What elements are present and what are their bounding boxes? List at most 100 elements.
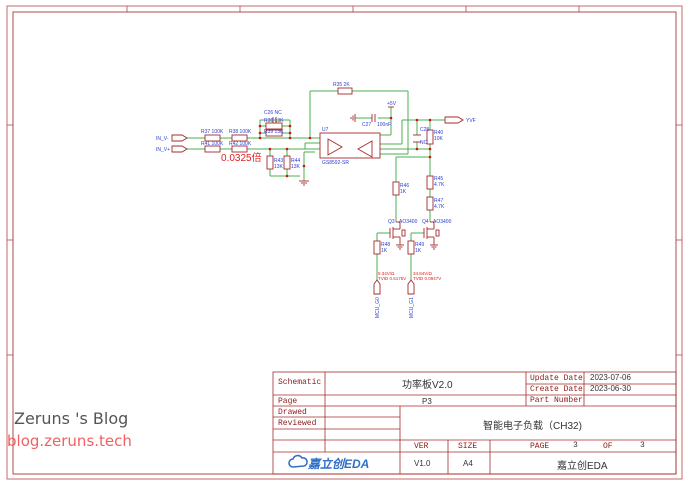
resistor-r47 — [426, 196, 434, 211]
label-r36: R36 13K — [264, 118, 284, 124]
resistor-r40 — [426, 129, 434, 145]
port-yvf — [444, 116, 464, 124]
port-in-vplus — [171, 145, 188, 153]
label-vcc: +5V — [387, 101, 397, 107]
ground-c27 — [350, 114, 356, 122]
label-r48-name: R48 — [381, 242, 390, 248]
capacitor-c26 — [272, 117, 277, 123]
reviewed-label: Reviewed — [278, 419, 317, 428]
opamp-u7 — [319, 132, 381, 159]
resistor-r48 — [373, 240, 381, 255]
size-label: SIZE — [458, 442, 478, 451]
label-r47-value: 4.7K — [434, 204, 445, 210]
label-r44-name: R44 — [291, 158, 300, 164]
resistor-r35 — [337, 87, 353, 95]
title-block-grid — [272, 371, 677, 475]
port-mcu-g0 — [373, 279, 381, 295]
label-r45-value: 4.7K — [434, 182, 445, 188]
label-mcu-g0: MCU_G0 — [375, 297, 381, 318]
border-column-ticks — [7, 6, 682, 356]
resistor-r41 — [204, 145, 221, 153]
label-c28-value: NC — [420, 140, 428, 146]
label-r46-value: 1K — [400, 189, 407, 195]
label-q3: Q3 — [388, 219, 395, 225]
label-r49-value: 1K — [415, 248, 422, 254]
port-mcu-g1 — [407, 279, 415, 295]
project-name: 智能电子负载（CH32) — [483, 421, 582, 432]
watermark-title: Zeruns 's Blog — [14, 409, 129, 428]
watermark-url: blog.zeruns.tech — [7, 432, 132, 450]
resistor-r44 — [283, 155, 291, 170]
label-r49-name: R49 — [415, 242, 424, 248]
label-r48-value: 1K — [381, 248, 388, 254]
label-r39: R39 13K — [264, 129, 284, 135]
gain-annotation: 0.0325倍 — [221, 151, 262, 164]
label-q4: Q4 — [422, 219, 429, 225]
outer-border — [6, 5, 683, 480]
label-r45-name: R45 — [434, 176, 443, 182]
label-in-vminus: IN_V- — [156, 136, 169, 142]
label-r47-name: R47 — [434, 198, 443, 204]
ground-q4 — [430, 244, 438, 250]
resistor-r37 — [204, 134, 221, 142]
resistor-r49 — [407, 240, 415, 255]
opamp-a-triangle — [327, 138, 343, 156]
label-u7-part: GS8592-SR — [322, 160, 349, 166]
mosfet-q4 — [423, 221, 440, 245]
ver-value: V1.0 — [414, 459, 431, 468]
label-yvf: YVF — [466, 118, 476, 124]
logo-cloud-icon — [288, 454, 308, 468]
label-c28-name: C28 — [420, 127, 429, 133]
resistor-r46 — [392, 181, 400, 196]
update-date-value: 2023-07-06 — [590, 373, 631, 382]
label-c27-name: C27 — [362, 122, 371, 128]
capacitor-c28 — [413, 134, 421, 143]
label-r41: R41 100K — [201, 141, 224, 147]
mosfet-q3 — [389, 221, 406, 245]
create-date-value: 2023-06-30 — [590, 384, 631, 393]
drawed-label: Drawed — [278, 408, 307, 417]
opamp-b-triangle — [357, 140, 373, 158]
resistor-r36 — [265, 122, 283, 130]
label-mcu-g1: MCU_G1 — [409, 297, 415, 318]
part-number-label: Part Number — [530, 396, 583, 405]
label-r40-value: 10K — [434, 136, 444, 142]
label-r35: R35 2K — [333, 82, 350, 88]
schematic-label: Schematic — [278, 378, 322, 387]
size-value: A4 — [463, 459, 473, 468]
g0-annotation-1: 5.34V/Ω — [378, 271, 395, 276]
resistor-r39 — [265, 129, 283, 137]
label-r46-name: R46 — [400, 183, 409, 189]
label-c26: C26 NC — [264, 110, 282, 116]
of-label: OF — [603, 442, 613, 451]
resistor-r43 — [266, 155, 274, 170]
label-r44-value: 13K — [291, 164, 301, 170]
label-u7: U7 — [322, 127, 329, 133]
of-value: 3 — [640, 441, 645, 450]
ver-label: VER — [414, 442, 429, 451]
label-c27-value: 100nF — [377, 122, 391, 128]
schematic-value: 功率板V2.0 — [402, 380, 453, 391]
resistor-r45 — [426, 175, 434, 190]
label-r43-value: 13K — [274, 164, 284, 170]
update-date-label: Update Date — [530, 374, 583, 383]
label-r40-name: R40 — [434, 130, 443, 136]
junctions — [258, 116, 432, 178]
ground-r43-r44 — [299, 180, 309, 186]
label-r38: R38 100K — [229, 129, 252, 135]
logo-text: 嘉立创EDA — [308, 457, 370, 471]
label-r42: R42 100K — [229, 141, 252, 147]
company-name: 嘉立创EDA — [557, 461, 608, 472]
page-value: P3 — [422, 397, 432, 406]
create-date-label: Create Date — [530, 385, 583, 394]
label-q3-part: AO3400 — [399, 219, 418, 225]
label-q4-part: AO3400 — [433, 219, 452, 225]
resistor-r42 — [231, 145, 248, 153]
g1-annotation-2: TVID 0.0947V — [413, 276, 441, 281]
page-no-label: PAGE — [530, 442, 550, 451]
g1-annotation-1: 34.84V/Ω — [413, 271, 433, 276]
page-label: Page — [278, 397, 298, 406]
capacitor-c27 — [371, 114, 376, 122]
ground-q3 — [396, 244, 404, 250]
